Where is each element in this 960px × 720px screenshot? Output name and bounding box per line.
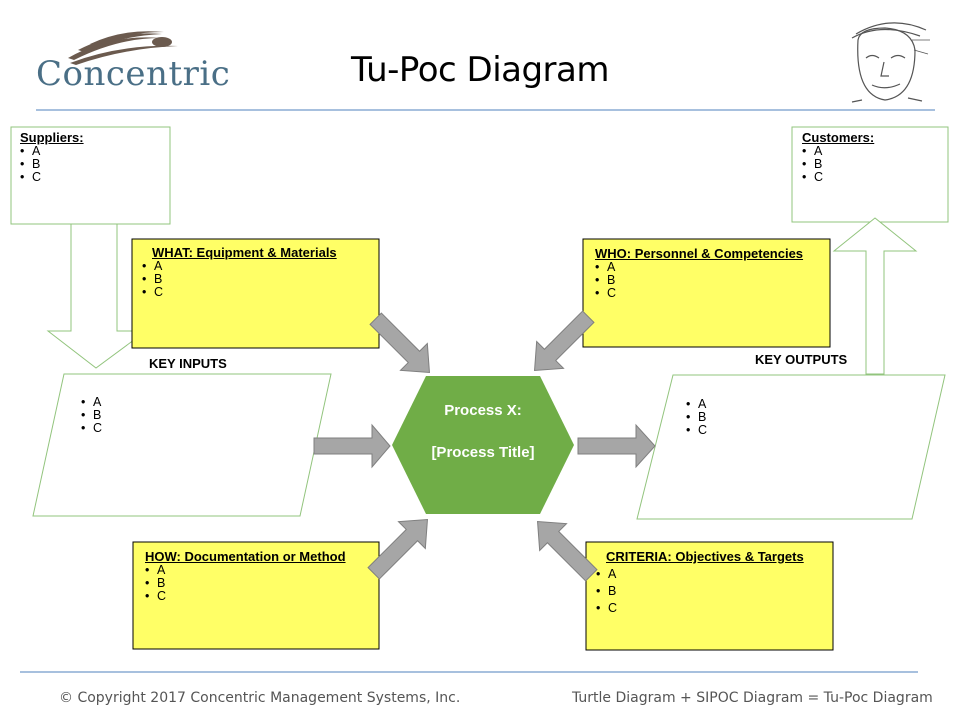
suppliers-list: A B C — [20, 145, 84, 185]
process-title-line1: Process X: — [444, 402, 522, 419]
key-inputs-content: A B C — [81, 396, 102, 436]
key-outputs-list: A B C — [686, 398, 707, 438]
list-item: A — [142, 260, 337, 274]
suppliers-down-arrow — [46, 223, 148, 369]
who-list: A B C — [595, 261, 803, 301]
customers-content: Customers: A B C — [802, 130, 874, 184]
list-item: A — [81, 396, 102, 410]
criteria-arrow — [537, 521, 598, 582]
list-item: B — [142, 273, 337, 287]
logo-text: Concentric — [36, 54, 231, 94]
list-item: A — [595, 261, 803, 275]
customers-label: Customers: — [802, 130, 875, 145]
what-arrow — [369, 312, 430, 373]
suppliers-content: Suppliers: A B C — [20, 130, 84, 184]
who-label: WHO: Personnel & Competencies — [595, 246, 804, 261]
list-item: B — [802, 158, 874, 172]
list-item: C — [595, 287, 803, 301]
process-hexagon — [392, 376, 574, 514]
customers-up-arrow — [832, 217, 918, 375]
key-outputs-shape — [636, 374, 946, 520]
what-label: WHAT: Equipment & Materials — [152, 245, 337, 260]
suppliers-label: Suppliers: — [20, 130, 84, 145]
list-item: B — [20, 158, 84, 172]
how-label: HOW: Documentation or Method — [145, 549, 346, 564]
list-item: C — [81, 422, 102, 436]
list-item: C — [686, 424, 707, 438]
list-item: C — [20, 171, 84, 185]
footer-tagline: Turtle Diagram + SIPOC Diagram = Tu-Poc … — [572, 690, 933, 706]
what-list: A B C — [142, 260, 337, 300]
key-inputs-shape — [32, 373, 332, 517]
who-arrow — [534, 310, 595, 371]
criteria-content: CRITERIA: Objectives & Targets A B C — [596, 549, 804, 617]
key-outputs-label: KEY OUTPUTS — [755, 352, 848, 367]
process-title-line2: [Process Title] — [431, 444, 535, 461]
customers-list: A B C — [802, 145, 874, 185]
key-inputs-label: KEY INPUTS — [149, 356, 227, 371]
list-item: C — [142, 286, 337, 300]
list-item: A — [802, 145, 874, 159]
key-inputs-list: A B C — [81, 396, 102, 436]
list-item: C — [802, 171, 874, 185]
output-arrow — [577, 423, 656, 469]
list-item: B — [595, 274, 803, 288]
key-outputs-content: A B C — [686, 398, 707, 438]
input-arrow — [313, 423, 391, 469]
cartoon-face-icon — [851, 22, 930, 103]
list-item: B — [686, 411, 707, 425]
list-item: A — [686, 398, 707, 412]
footer-copyright: © Copyright 2017 Concentric Management S… — [59, 690, 461, 706]
list-item: B — [81, 409, 102, 423]
how-content: HOW: Documentation or Method A B C — [145, 549, 346, 603]
how-arrow — [367, 519, 428, 580]
list-item: A — [20, 145, 84, 159]
list-item: C — [145, 590, 346, 604]
list-item: B — [145, 577, 346, 591]
who-content: WHO: Personnel & Competencies A B C — [595, 246, 803, 300]
how-list: A B C — [145, 564, 346, 604]
page-title: Tu-Poc Diagram — [351, 50, 610, 90]
criteria-list: A B C — [596, 566, 804, 617]
what-content: WHAT: Equipment & Materials A B C — [142, 245, 337, 299]
list-item: B — [596, 583, 804, 600]
list-item: A — [145, 564, 346, 578]
list-item: C — [596, 600, 804, 617]
criteria-label: CRITERIA: Objectives & Targets — [606, 549, 804, 564]
logo-swoosh-icon — [68, 31, 178, 65]
list-item: A — [596, 566, 804, 583]
